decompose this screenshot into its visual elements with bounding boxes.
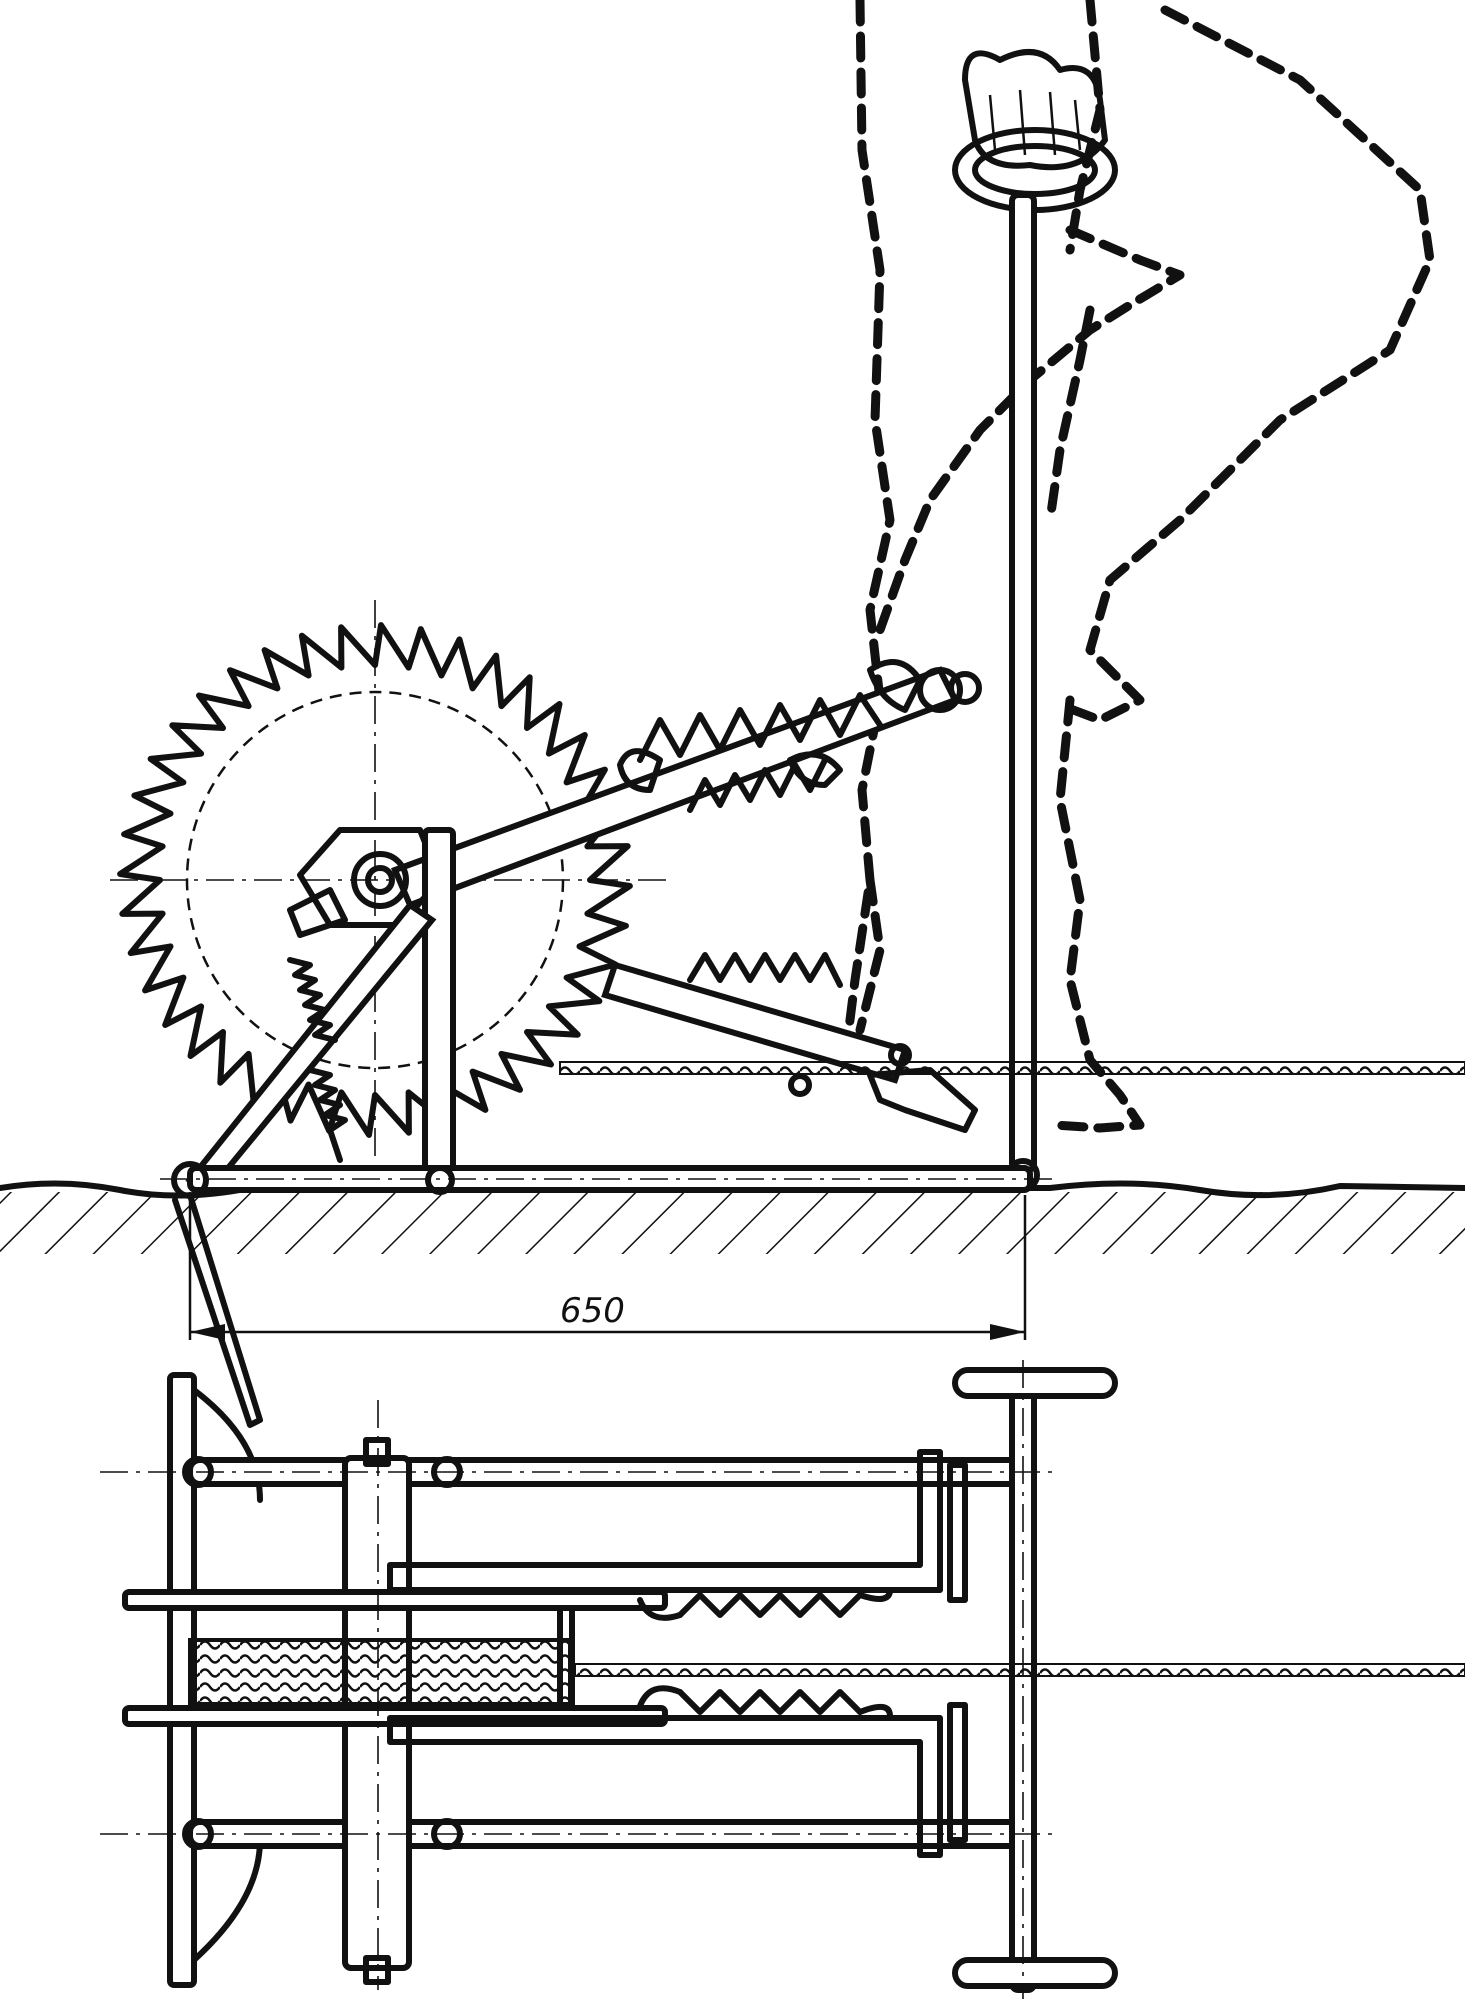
lever-rod-vertical xyxy=(1006,192,1040,1192)
hub-nut xyxy=(351,851,409,909)
cable-side xyxy=(559,1061,1465,1075)
handle-grip-plan xyxy=(952,1367,1118,1399)
dimension-label: 650 xyxy=(560,1291,625,1331)
ground-hatching xyxy=(0,1192,1465,1254)
dimension-650: 650 xyxy=(188,1195,1027,1340)
frame-side-view xyxy=(160,827,1060,1199)
anchor-stake xyxy=(172,1192,263,1428)
pivot-joint xyxy=(425,1165,455,1195)
ground xyxy=(0,1180,1465,1254)
handle-grip xyxy=(952,49,1118,213)
plan-view xyxy=(100,1360,1465,1999)
handle-grip-plan xyxy=(952,1957,1118,1989)
pawl-lower xyxy=(601,952,978,1133)
operator-silhouette xyxy=(840,0,1435,1133)
pawl-spring-upper xyxy=(617,659,923,813)
